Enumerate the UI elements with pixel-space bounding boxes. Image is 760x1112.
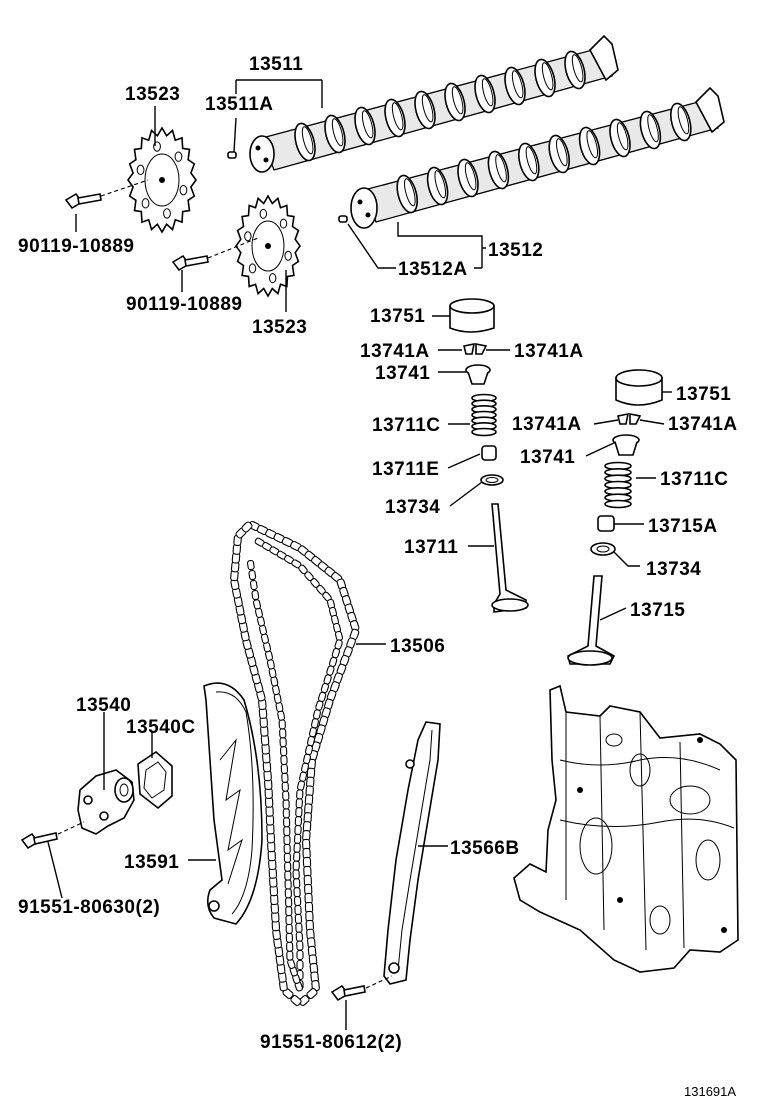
label-13511: 13511 bbox=[249, 54, 303, 75]
label-13566B: 13566B bbox=[450, 838, 520, 859]
part-labels: 13511 13511A 13523 90119-10889 90119-108… bbox=[18, 54, 738, 1099]
spring-13711C-a bbox=[471, 393, 497, 437]
label-13711C-b: 13711C bbox=[660, 469, 729, 490]
tensioner-gasket-13540C bbox=[137, 750, 173, 810]
label-13741-a: 13741 bbox=[375, 363, 430, 384]
label-13506: 13506 bbox=[390, 636, 445, 657]
lifter-13751-b bbox=[615, 369, 663, 406]
label-91551-80612: 91551-80612(2) bbox=[260, 1032, 402, 1053]
chain-slipper-13591 bbox=[203, 682, 263, 925]
bolt-91551-80612 bbox=[330, 975, 393, 1002]
label-13512: 13512 bbox=[488, 240, 543, 261]
spring-13711C-b bbox=[604, 461, 632, 509]
bolt-90119-top bbox=[64, 179, 149, 210]
sprocket-bottom bbox=[235, 194, 301, 298]
figure-id: 131691A bbox=[684, 1084, 736, 1099]
label-13741A-b-left: 13741A bbox=[512, 414, 582, 435]
timing-chain-13506 bbox=[230, 520, 360, 1006]
label-13711E: 13711E bbox=[372, 459, 439, 480]
label-13511A: 13511A bbox=[205, 94, 274, 115]
label-13751-a: 13751 bbox=[370, 306, 425, 327]
keepers-13741A-b bbox=[617, 412, 642, 425]
camshaft-13511 bbox=[249, 34, 619, 173]
label-13591: 13591 bbox=[124, 852, 179, 873]
label-13523-bottom: 13523 bbox=[252, 317, 307, 338]
label-13734-a: 13734 bbox=[385, 497, 440, 518]
label-13711: 13711 bbox=[404, 537, 458, 558]
sprocket-top bbox=[127, 126, 197, 234]
chain-guide-13566B bbox=[383, 721, 441, 985]
valve-13715 bbox=[567, 575, 616, 666]
seal-13715A-b bbox=[597, 515, 615, 532]
label-13734-b: 13734 bbox=[646, 559, 701, 580]
seal-13711E-a bbox=[481, 445, 497, 461]
label-90119-top: 90119-10889 bbox=[18, 236, 134, 257]
camshaft-pin-13511A bbox=[227, 151, 237, 159]
valve-13711 bbox=[491, 503, 529, 613]
label-13741A-b-right: 13741A bbox=[668, 414, 738, 435]
label-13512A: 13512A bbox=[398, 259, 468, 280]
label-13741-b: 13741 bbox=[520, 447, 575, 468]
label-13751-b: 13751 bbox=[676, 384, 731, 405]
label-90119-bottom: 90119-10889 bbox=[126, 294, 242, 315]
retainer-13741-a bbox=[465, 364, 491, 385]
label-13715A: 13715A bbox=[648, 516, 718, 537]
washer-13734-a bbox=[480, 474, 504, 486]
label-13540C: 13540C bbox=[126, 717, 196, 738]
label-13741A-a-left: 13741A bbox=[360, 341, 430, 362]
camshaft-pin-13512A bbox=[338, 215, 348, 223]
lifter-13751-a bbox=[449, 298, 495, 333]
leader-lines bbox=[47, 79, 672, 1030]
camshaft-13512 bbox=[350, 86, 725, 229]
label-91551-80630: 91551-80630(2) bbox=[18, 897, 160, 918]
keepers-13741A-a bbox=[463, 342, 488, 355]
label-13711C-a: 13711C bbox=[372, 415, 441, 436]
bolt-90119-bottom bbox=[171, 237, 259, 272]
bolt-91551-80630 bbox=[20, 821, 85, 850]
label-13523-top: 13523 bbox=[125, 84, 180, 105]
engine-block bbox=[513, 684, 739, 973]
label-13715: 13715 bbox=[630, 600, 685, 621]
label-13741A-a-right: 13741A bbox=[514, 341, 584, 362]
tensioner-13540 bbox=[77, 769, 135, 835]
washer-13734-b bbox=[590, 542, 616, 556]
retainer-13741-b bbox=[612, 434, 640, 456]
label-13540: 13540 bbox=[76, 695, 131, 716]
